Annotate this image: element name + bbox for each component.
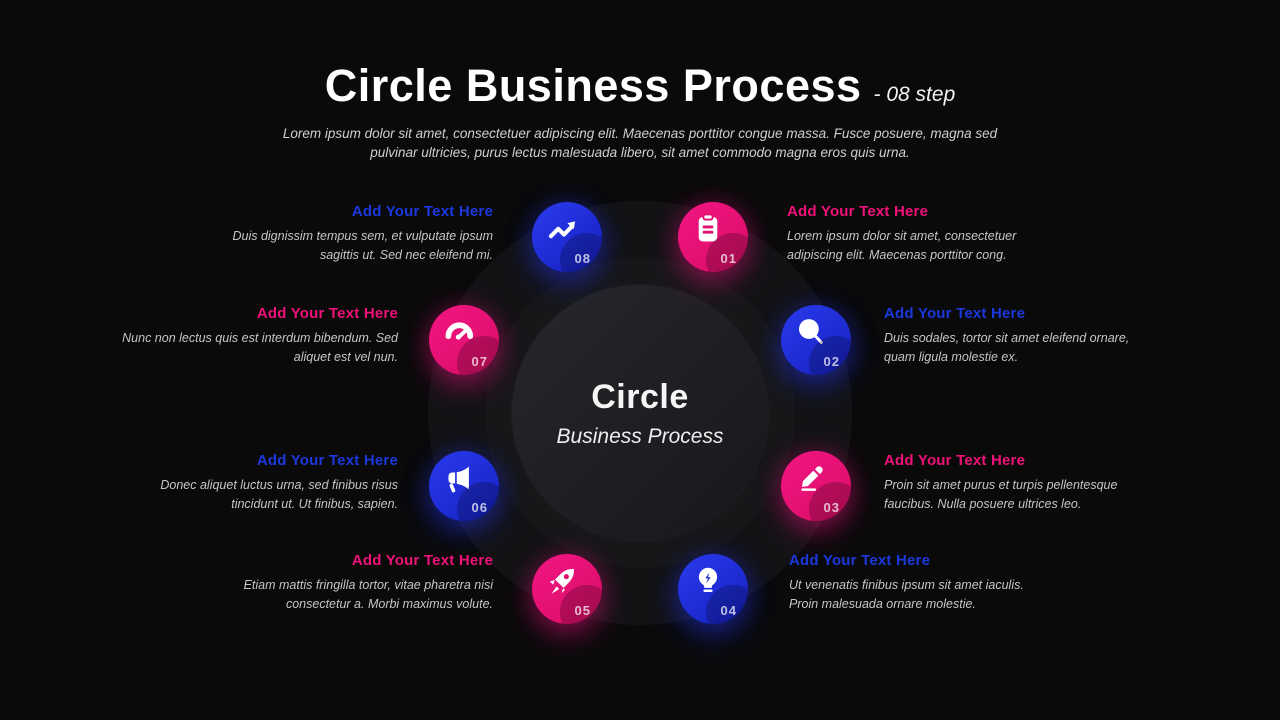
- step-number: 02: [823, 354, 840, 369]
- step-circle-06: 06: [429, 451, 499, 521]
- trending-up-icon: [544, 211, 580, 247]
- step-title: Add Your Text Here: [256, 305, 398, 322]
- step-text-03: Add Your Text Here Proin sit amet purus …: [884, 452, 1139, 513]
- step-number: 06: [471, 500, 488, 515]
- step-description: Nunc non lectus quis est interdum bibend…: [122, 331, 398, 364]
- lightbulb-icon: [690, 563, 726, 599]
- center-circle: Circle Business Process: [512, 285, 768, 541]
- step-circle-02: 02: [781, 305, 851, 375]
- step-description: Duis sodales, tortor sit amet eleifend o…: [884, 331, 1130, 364]
- step-description: Ut venenatis finibus ipsum sit amet iacu…: [789, 578, 1024, 611]
- rocket-icon: [544, 563, 580, 599]
- pencil-icon: [793, 460, 829, 496]
- step-description: Lorem ipsum dolor sit amet, consectetuer…: [787, 229, 1017, 262]
- gauge-icon: [441, 314, 477, 350]
- step-description: Etiam mattis fringilla tortor, vitae pha…: [243, 578, 493, 611]
- center-title: Circle: [591, 377, 689, 416]
- step-number: 01: [720, 251, 737, 266]
- step-title: Add Your Text Here: [787, 203, 929, 220]
- step-title: Add Your Text Here: [789, 552, 931, 569]
- search-icon: [793, 314, 829, 350]
- step-number: 07: [471, 354, 488, 369]
- step-count-label: - 08 step: [873, 83, 956, 106]
- step-description: Donec aliquet luctus urna, sed finibus r…: [160, 478, 398, 511]
- step-text-01: Add Your Text Here Lorem ipsum dolor sit…: [787, 203, 1042, 264]
- step-description: Proin sit amet purus et turpis pellentes…: [884, 478, 1118, 511]
- subtitle-line-1: Lorem ipsum dolor sit amet, consectetuer…: [282, 126, 998, 141]
- step-text-08: Add Your Text Here Duis dignissim tempus…: [213, 203, 493, 264]
- center-subtitle: Business Process: [556, 424, 724, 448]
- step-title: Add Your Text Here: [884, 452, 1026, 469]
- step-text-05: Add Your Text Here Etiam mattis fringill…: [213, 552, 493, 613]
- step-circle-08: 08: [532, 202, 602, 272]
- step-circle-07: 07: [429, 305, 499, 375]
- step-title: Add Your Text Here: [351, 203, 493, 220]
- step-text-06: Add Your Text Here Donec aliquet luctus …: [118, 452, 398, 513]
- step-title: Add Your Text Here: [884, 305, 1026, 322]
- step-description: Duis dignissim tempus sem, et vulputate …: [232, 229, 493, 262]
- step-number: 04: [720, 603, 737, 618]
- subtitle-line-2: pulvinar ultricies, purus lectus malesua…: [370, 145, 910, 160]
- step-number: 08: [574, 251, 591, 266]
- step-circle-04: 04: [678, 554, 748, 624]
- step-circle-03: 03: [781, 451, 851, 521]
- step-number: 03: [823, 500, 840, 515]
- step-text-07: Add Your Text Here Nunc non lectus quis …: [118, 305, 398, 366]
- step-title: Add Your Text Here: [256, 452, 398, 469]
- megaphone-icon: [441, 460, 477, 496]
- clipboard-icon: [690, 211, 726, 247]
- subtitle: Lorem ipsum dolor sit amet, consectetuer…: [0, 124, 1280, 162]
- step-circle-05: 05: [532, 554, 602, 624]
- step-title: Add Your Text Here: [351, 552, 493, 569]
- step-circle-01: 01: [678, 202, 748, 272]
- header: Circle Business Process - 08 step Lorem …: [0, 60, 1280, 162]
- step-text-02: Add Your Text Here Duis sodales, tortor …: [884, 305, 1139, 366]
- title-line: Circle Business Process - 08 step: [0, 60, 1280, 112]
- page-title: Circle Business Process: [324, 60, 862, 111]
- step-text-04: Add Your Text Here Ut venenatis finibus …: [789, 552, 1044, 613]
- step-number: 05: [574, 603, 591, 618]
